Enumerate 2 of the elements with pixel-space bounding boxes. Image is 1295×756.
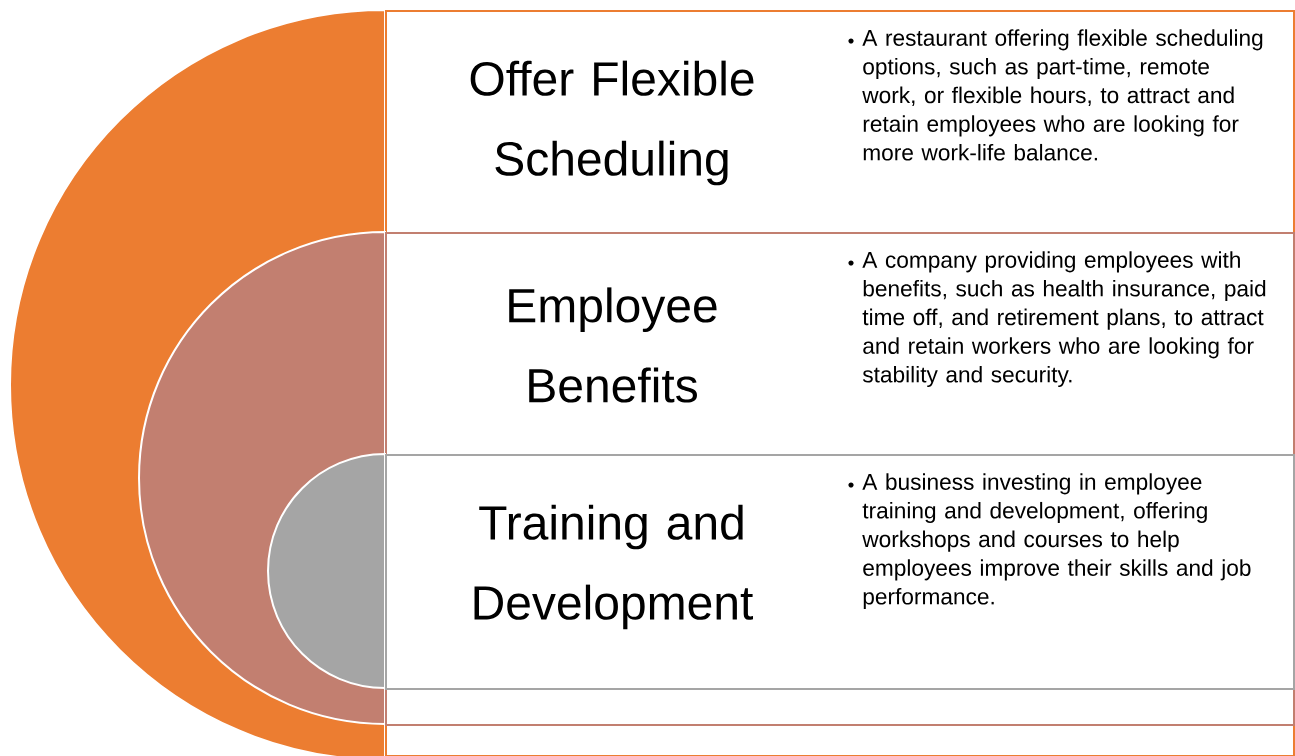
bullet-text: A restaurant offering flexible scheduling options, such as part-time, remote work, or flexible hours, to attract and retain employees who are looking for more work-life balance. <box>862 29 1263 161</box>
heading: Offer Flexible Scheduling <box>470 60 754 186</box>
